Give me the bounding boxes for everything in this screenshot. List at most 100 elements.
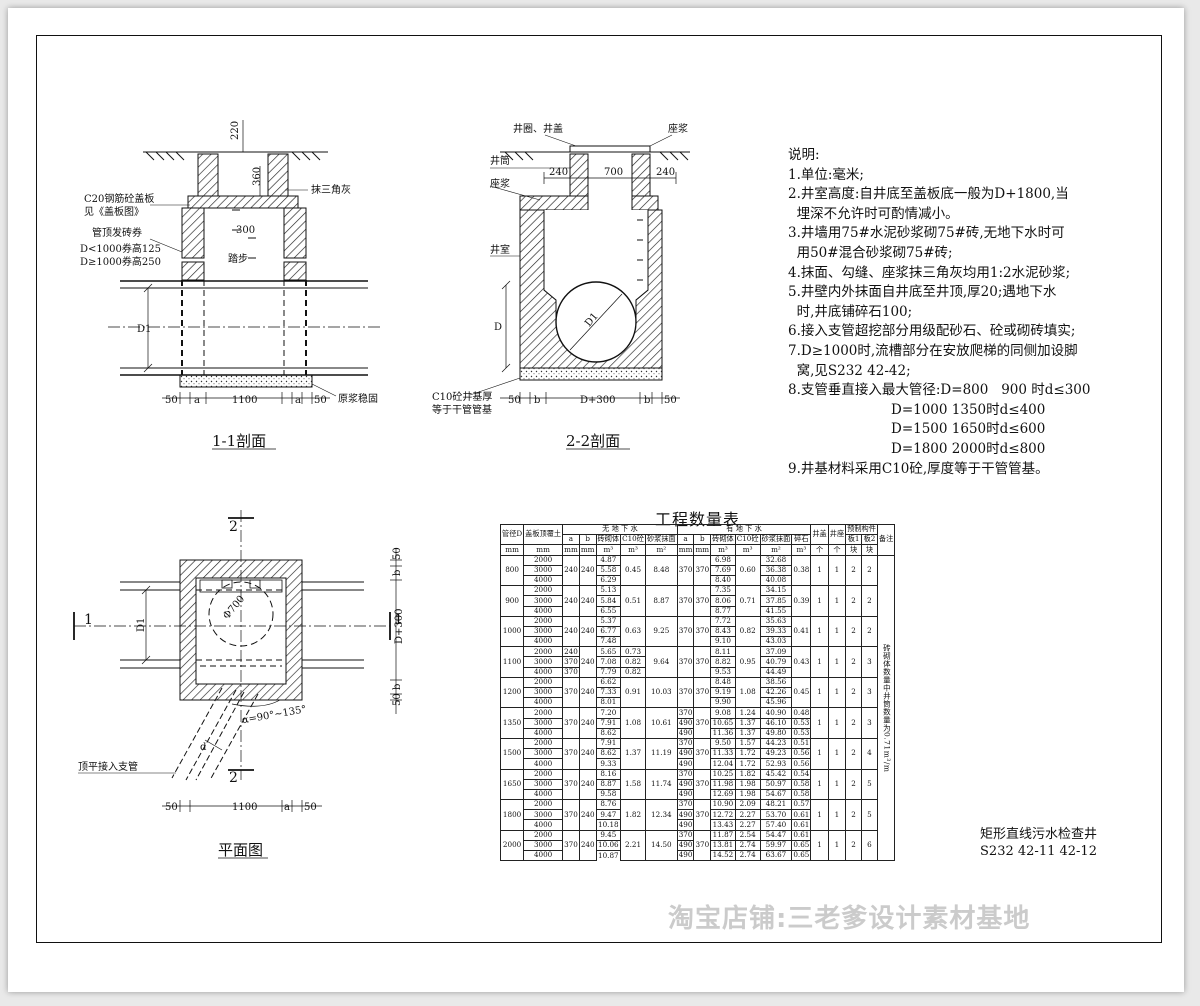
table-cell: 45.42 bbox=[759, 768, 793, 780]
plan-dim-1100: 1100 bbox=[232, 802, 257, 813]
unit-cell: m³ bbox=[620, 544, 646, 556]
table-cell: 1.98 bbox=[734, 778, 761, 790]
table-cell: 1 bbox=[810, 707, 829, 739]
table-cell: 240 bbox=[578, 585, 597, 617]
table-cell: 1 bbox=[810, 554, 829, 587]
step-dim: 300 bbox=[236, 225, 255, 236]
table-cell: 240 bbox=[578, 829, 597, 862]
arch-label: 管顶发砖券 bbox=[92, 226, 142, 239]
drawing-caption: 矩形直线污水检查井 S232 42-11 42-12 bbox=[980, 826, 1097, 860]
frame-cover-label: 井圈、井盖 bbox=[513, 122, 563, 135]
table-cell: 4 bbox=[861, 737, 878, 770]
table-cell: 8.62 bbox=[595, 727, 622, 739]
diameter-cell: 1650 bbox=[499, 768, 525, 801]
table-cell: 240 bbox=[562, 615, 580, 648]
slab-ref-label: 见《盖板图》 bbox=[84, 205, 144, 218]
plan-v-d300: D+300 bbox=[394, 609, 405, 644]
table-cell: 1.08 bbox=[620, 707, 646, 739]
table-cell: 240 bbox=[562, 646, 580, 658]
diameter-cell: 1800 bbox=[499, 799, 525, 831]
table-cell: 2 bbox=[845, 554, 863, 587]
table-cell: 11.87 bbox=[710, 829, 736, 841]
table-cell: 370 bbox=[693, 737, 712, 770]
table-cell: 240 bbox=[562, 554, 580, 587]
header-cell: a bbox=[562, 534, 580, 546]
caption-code: S232 42-11 42-12 bbox=[980, 844, 1097, 859]
diameter-cell: 1000 bbox=[499, 615, 525, 648]
table-cell: 1.37 bbox=[734, 727, 761, 739]
plan-view bbox=[73, 510, 402, 812]
table-cell: 5.13 bbox=[595, 585, 622, 596]
table-cell: 240 bbox=[578, 554, 597, 587]
table-cell: 0.58 bbox=[791, 788, 812, 801]
table-cell: 1 bbox=[827, 829, 847, 862]
cover-depth-cell: 4000 bbox=[523, 605, 564, 617]
dim-d300: D+300 bbox=[580, 395, 615, 406]
note-line: 2.井室高度:自井底至盖板底一般为D+1800,当 bbox=[788, 186, 1069, 203]
header-cell: 板1 bbox=[845, 534, 863, 546]
dim-360: 360 bbox=[252, 167, 263, 186]
table-cell: 54.67 bbox=[759, 788, 793, 801]
cut-2-top: 2 bbox=[229, 519, 238, 535]
table-cell: 52.93 bbox=[759, 758, 793, 770]
table-cell: 2.74 bbox=[734, 849, 761, 862]
table-cell: 0.61 bbox=[791, 829, 812, 841]
table-cell: 11.74 bbox=[644, 768, 678, 801]
table-cell: 240 bbox=[578, 768, 597, 801]
table-cell: 2 bbox=[845, 585, 863, 617]
table-cell: 490 bbox=[676, 809, 695, 821]
table-cell: 11.98 bbox=[710, 778, 736, 790]
table-cell: 7.35 bbox=[710, 585, 736, 597]
table-cell: 8.62 bbox=[595, 748, 622, 759]
table-cell: 53.70 bbox=[759, 809, 793, 821]
table-cell: 1.72 bbox=[734, 748, 761, 760]
table-cell: 10.61 bbox=[644, 707, 678, 739]
table-cell: 0.73 bbox=[620, 646, 646, 658]
note-line: 窝,见S232 42-42; bbox=[788, 362, 911, 379]
cover-depth-cell: 2000 bbox=[523, 737, 564, 750]
cover-depth-cell: 2000 bbox=[523, 676, 564, 689]
table-cell: 7.91 bbox=[595, 737, 622, 749]
header-cell: 管径D bbox=[499, 523, 525, 546]
table-cell: 490 bbox=[676, 788, 695, 801]
table-cell: 2 bbox=[845, 615, 863, 648]
header-cell: b bbox=[693, 534, 712, 546]
diameter-cell: 1100 bbox=[499, 646, 525, 678]
table-cell: 11.19 bbox=[644, 737, 678, 770]
header-cell: 砂浆抹面 bbox=[644, 534, 678, 546]
table-cell: 7.08 bbox=[595, 656, 622, 668]
table-cell: 8.11 bbox=[710, 646, 736, 658]
table-cell: 7.33 bbox=[595, 686, 622, 698]
table-cell: 2 bbox=[845, 646, 863, 678]
seat-top-label: 座浆 bbox=[668, 122, 688, 135]
note-line: 7.D≥1000时,流槽部分在安放爬梯的同侧加设脚 bbox=[788, 342, 1078, 359]
table-cell: 370 bbox=[693, 799, 712, 831]
header-cell: 碎石 bbox=[791, 534, 812, 546]
table-cell: 6 bbox=[861, 829, 878, 862]
table-cell: 1.58 bbox=[620, 768, 646, 801]
table-cell: 9.19 bbox=[710, 686, 736, 699]
dim-1100: 1100 bbox=[232, 395, 257, 406]
table-cell: 7.91 bbox=[595, 717, 622, 729]
unit-cell: m³ bbox=[734, 544, 761, 556]
table-cell: 370 bbox=[693, 829, 712, 862]
table-cell: 49.80 bbox=[759, 727, 793, 739]
header-cell: 砂浆抹面 bbox=[759, 534, 793, 546]
table-cell: 10.03 bbox=[644, 676, 678, 709]
table-cell: 370 bbox=[693, 646, 712, 678]
table-cell: 43.03 bbox=[759, 636, 793, 648]
table-cell: 9.64 bbox=[644, 646, 678, 678]
unit-cell: mm bbox=[578, 544, 597, 556]
table-cell: 8.87 bbox=[595, 778, 622, 790]
diameter-cell: 2000 bbox=[499, 829, 525, 862]
angle-label: α=90°~135° bbox=[241, 704, 307, 726]
plan-title: 平面图 bbox=[218, 841, 263, 859]
slab-label: C20钢筋砼盖板 bbox=[84, 192, 154, 205]
table-cell: 5.37 bbox=[595, 615, 622, 627]
note-line: D=1800 2000时d≤800 bbox=[788, 440, 1046, 457]
unit-cell: mm bbox=[562, 544, 580, 556]
